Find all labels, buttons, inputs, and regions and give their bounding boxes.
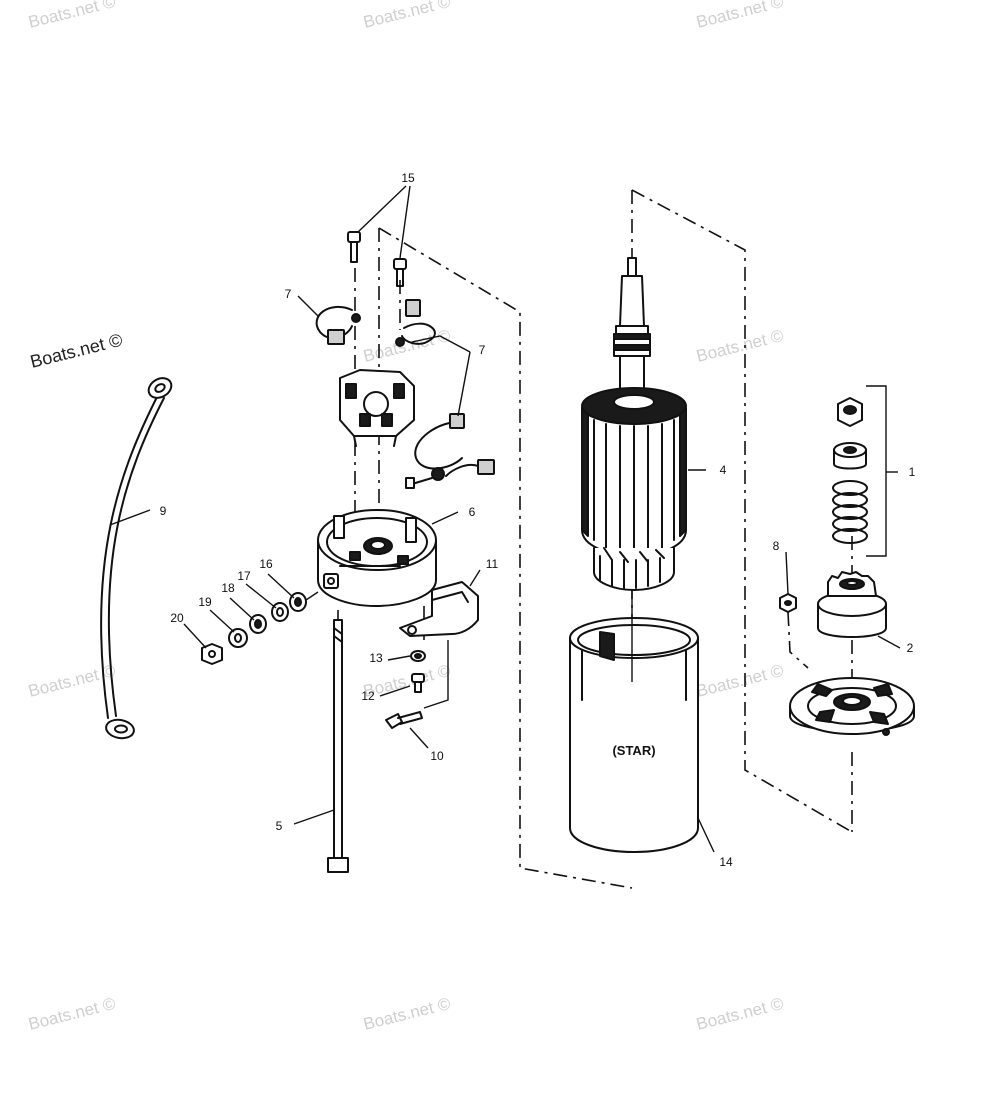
callout-13: 13	[369, 651, 383, 665]
callout-4: 4	[720, 463, 727, 477]
watermark: Boats.net ©	[26, 0, 117, 32]
watermark: Boats.net ©	[361, 0, 452, 32]
frame-label: (STAR)	[612, 743, 655, 758]
end-cap	[317, 509, 437, 607]
watermark: Boats.net ©	[361, 994, 452, 1034]
bracket-hardware	[385, 640, 449, 729]
callout-16: 16	[259, 557, 273, 571]
callout-7-left: 7	[285, 287, 292, 301]
watermark: Boats.net ©	[694, 994, 785, 1034]
small-nut	[779, 593, 797, 613]
frame-housing: (STAR)	[569, 590, 699, 853]
watermark: Boats.net ©	[361, 326, 452, 366]
watermark: Boats.net ©	[694, 661, 785, 701]
brushes-springs	[315, 299, 436, 347]
callout-15: 15	[401, 171, 415, 185]
washers-nuts	[201, 591, 319, 665]
battery-cable	[100, 377, 173, 740]
watermark: Boats.net ©	[694, 326, 785, 366]
watermark: Boats.net ©	[26, 994, 117, 1034]
callout-17: 17	[237, 569, 251, 583]
drive-hardware	[832, 385, 887, 557]
callout-18: 18	[221, 581, 235, 595]
callout-6: 6	[469, 505, 476, 519]
callout-11: 11	[486, 557, 499, 571]
armature	[581, 257, 687, 591]
callout-7-right: 7	[479, 343, 486, 357]
callout-8: 8	[773, 539, 780, 553]
watermark: Boats.net ©	[694, 0, 785, 32]
drive-end-plate	[789, 677, 915, 736]
watermark: Boats.net ©	[28, 330, 124, 372]
callout-10: 10	[430, 749, 444, 763]
callout-5: 5	[276, 819, 283, 833]
watermark: Boats.net ©	[361, 661, 452, 701]
callout-19: 19	[198, 595, 212, 609]
callout-2: 2	[907, 641, 914, 655]
mounting-bracket	[399, 581, 479, 637]
brush-holder-screws	[347, 231, 407, 287]
through-bolt	[327, 619, 349, 873]
brush-holder	[339, 369, 415, 447]
leader-lines	[109, 185, 901, 853]
drive-pinion	[817, 571, 887, 638]
callouts: 15 7 7 9 6 4 1 8 11 16 17 18 19 20 2 13 …	[160, 171, 916, 869]
callout-1: 1	[909, 465, 916, 479]
callout-20: 20	[170, 611, 184, 625]
callout-9: 9	[160, 504, 167, 518]
callout-14: 14	[719, 855, 733, 869]
brush-leads	[405, 413, 495, 489]
callout-12: 12	[361, 689, 375, 703]
